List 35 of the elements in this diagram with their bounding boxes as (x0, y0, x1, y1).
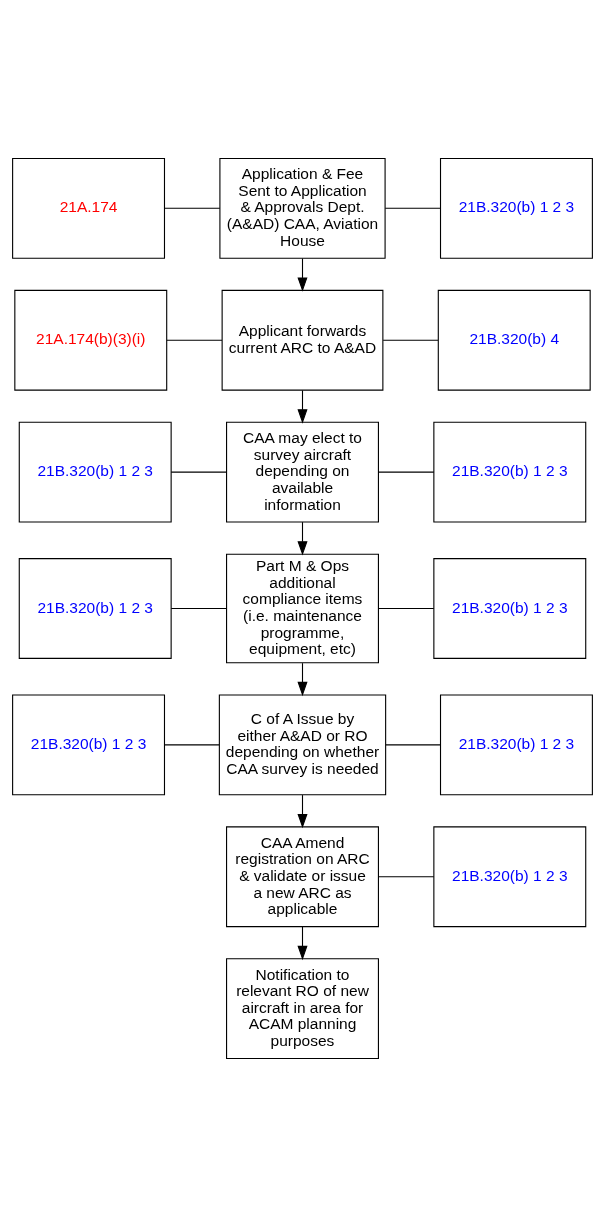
arrow (297, 389, 308, 424)
connector (377, 471, 435, 473)
node-box: 21B.320(b) 1 2 3 (18, 421, 172, 523)
arrow (297, 925, 308, 960)
connector (164, 207, 221, 209)
node-box: 21B.320(b) 1 2 3 (433, 825, 587, 927)
arrow (297, 257, 308, 292)
node-box: 21B.320(b) 1 2 3 (18, 557, 172, 659)
arrow (297, 521, 308, 556)
connector (377, 607, 435, 609)
node-box: 21B.320(b) 1 2 3 (433, 557, 587, 659)
connector (166, 339, 223, 341)
arrow (297, 794, 308, 828)
connector (170, 607, 228, 609)
node-box: 21B.320(b) 1 2 3 (433, 421, 587, 523)
arrow (297, 662, 308, 696)
connector (384, 207, 441, 209)
connector (170, 471, 228, 473)
node-box: C of A Issue by either A&AD or RO depending on whether CAA survey is needed (218, 693, 387, 795)
connector (382, 339, 439, 341)
node-box: Applicant forwards current ARC to A&AD (221, 289, 384, 391)
node-box: 21B.320(b) 1 2 3 (12, 693, 166, 795)
node-box: Application & Fee Sent to Application & Approvals Dept. (A&AD) CAA, Aviation House (219, 157, 386, 259)
node-box: 21A.174(b)(3)(i) (14, 289, 168, 391)
node-box: 21B.320(b) 4 (437, 289, 591, 391)
node-box: 21A.174 (12, 157, 166, 259)
node-box: 21B.320(b) 1 2 3 (439, 157, 593, 259)
connector (164, 743, 220, 745)
node-box: Notification to relevant RO of new aircraft in area for ACAM planning purposes (226, 957, 379, 1059)
node-box: CAA Amend registration on ARC & validate or issue a new ARC as applicable (226, 825, 379, 927)
connector (377, 875, 435, 877)
node-box: CAA may elect to survey aircraft depending on available information (226, 421, 379, 523)
node-box: 21B.320(b) 1 2 3 (439, 693, 593, 795)
node-box: Part M & Ops additional compliance items (i.e. maintenance programme, equipment, etc) (226, 553, 379, 663)
connector (385, 743, 441, 745)
